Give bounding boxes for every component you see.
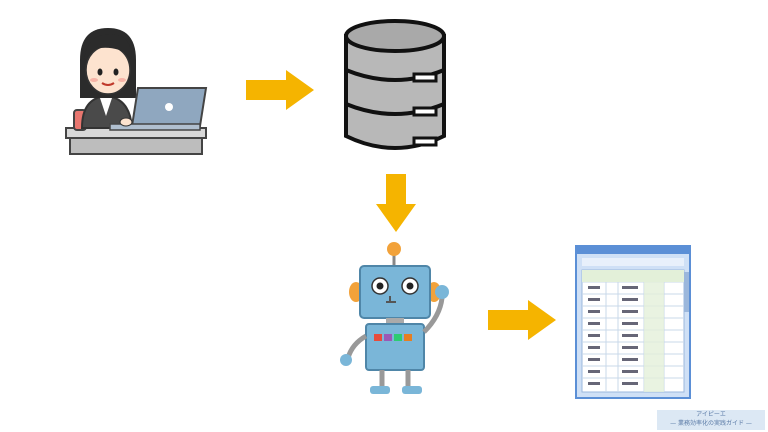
arrow-right-icon	[488, 300, 556, 340]
overlay-line1: アイピーエ	[696, 411, 726, 418]
database-icon	[344, 19, 446, 150]
overlay-banner: アイピーエ — 業務効率化の実践ガイド —	[657, 410, 765, 430]
arrow-right-icon	[246, 70, 314, 110]
woman-at-laptop-icon	[65, 28, 208, 155]
arrow-down-icon	[376, 174, 416, 232]
robot-icon	[340, 242, 449, 394]
overlay-line2: — 業務効率化の実践ガイド —	[670, 420, 752, 427]
spreadsheet-document-icon	[575, 245, 691, 399]
